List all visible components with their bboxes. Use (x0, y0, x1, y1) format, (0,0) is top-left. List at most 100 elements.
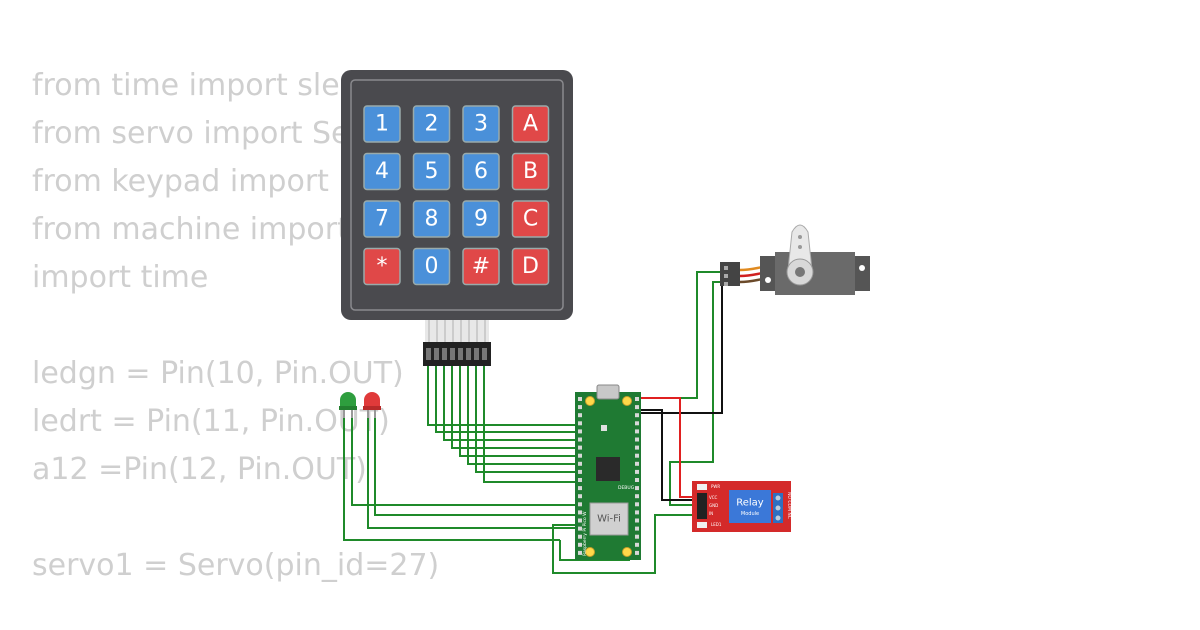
key-b-button[interactable]: B (511, 152, 550, 191)
pico-pin[interactable] (635, 542, 639, 547)
key-hash-button[interactable]: # (462, 247, 500, 286)
key-3-button[interactable]: 3 (462, 105, 500, 143)
wire-keypad-8[interactable] (483, 365, 580, 483)
pico-pin[interactable] (635, 397, 639, 401)
key-label: 4 (375, 159, 389, 184)
led-green[interactable] (339, 392, 357, 418)
pico-pin[interactable] (635, 437, 639, 442)
relay-module[interactable]: Relay Module NO COM NC PWR VCC GND IN LE… (692, 481, 792, 532)
pico-pin[interactable] (635, 421, 639, 426)
code-line-5: import time (32, 260, 209, 295)
wire-keypad-4[interactable] (451, 365, 580, 449)
key-5-button[interactable]: 5 (412, 152, 451, 191)
pico-pin[interactable] (578, 502, 582, 507)
key-label: 0 (425, 254, 439, 279)
pico-pin[interactable] (578, 542, 582, 547)
wire-keypad-3[interactable] (443, 365, 580, 441)
wire-relay-gnd[interactable] (635, 409, 700, 501)
pico-pin[interactable] (578, 397, 582, 401)
key-0-button[interactable]: 0 (412, 247, 451, 286)
pico-pin[interactable] (578, 453, 582, 458)
pico-pin[interactable] (635, 526, 639, 531)
pico-pin[interactable] (578, 445, 582, 450)
wire-keypad-1[interactable] (427, 365, 580, 426)
key-label: C (523, 207, 538, 232)
key-c-button[interactable]: C (511, 200, 550, 238)
wire-servo-vcc[interactable] (669, 281, 724, 506)
wire-keypad-5[interactable] (459, 365, 580, 457)
pico-pin[interactable] (635, 445, 639, 450)
wire-led-red-gnd[interactable] (367, 416, 580, 529)
usb-port-icon (596, 384, 620, 400)
relay-pin-in: IN (709, 511, 713, 516)
key-d-button[interactable]: D (511, 247, 550, 286)
wire-led-green-gnd[interactable] (343, 416, 560, 541)
pico-pin[interactable] (635, 453, 639, 458)
key-label: 5 (425, 159, 439, 184)
pico-pin[interactable] (635, 461, 639, 466)
key-a-button[interactable]: A (511, 105, 550, 143)
pico-pin[interactable] (635, 502, 639, 507)
pico-pin[interactable] (635, 469, 639, 474)
pico-pin[interactable] (635, 486, 639, 491)
pico-pin[interactable] (578, 429, 582, 434)
pico-wifi-label: Wi-Fi (597, 514, 621, 525)
pico-pin[interactable] (578, 486, 582, 491)
key-label: 1 (375, 112, 389, 137)
relay-pin-led1: LED1 (711, 522, 722, 527)
key-label: 2 (425, 112, 439, 137)
wire-keypad-2[interactable] (435, 365, 580, 433)
wire-servo-gnd[interactable] (635, 276, 724, 414)
pico-pin[interactable] (635, 534, 639, 539)
pico-pin[interactable] (578, 405, 582, 410)
wire-relay-vcc[interactable] (635, 397, 700, 498)
led-red[interactable] (363, 392, 381, 418)
key-label: * (377, 254, 388, 279)
relay-pin-vcc: VCC (709, 495, 718, 500)
pico-pin[interactable] (578, 421, 582, 426)
pico-pin[interactable] (635, 478, 639, 482)
pico-pin[interactable] (635, 405, 639, 410)
key-label: A (523, 112, 538, 137)
pico-pin[interactable] (635, 518, 639, 523)
wire-keypad-6[interactable] (467, 365, 580, 465)
pico-pin[interactable] (635, 550, 639, 555)
pico-pin[interactable] (578, 526, 582, 531)
servo-horn-icon (786, 224, 814, 286)
pico-pin[interactable] (578, 478, 582, 482)
code-line-11: servo1 = Servo(pin_id=27) (32, 548, 440, 583)
pico-pin[interactable] (635, 429, 639, 434)
raspberry-pi-pico[interactable]: Wi-Fi DEBUG Raspberry Pi Pico W (575, 384, 641, 560)
relay-title: Relay (736, 498, 764, 509)
wire-relay-in[interactable] (552, 514, 700, 574)
key-star-button[interactable]: * (363, 247, 401, 286)
pico-pin[interactable] (578, 461, 582, 466)
pico-board-text: Raspberry Pi Pico W (582, 511, 588, 556)
servo-motor[interactable] (720, 224, 870, 295)
wire-led-red[interactable] (374, 416, 580, 516)
pico-pin[interactable] (578, 534, 582, 539)
key-label: 3 (474, 112, 488, 137)
pico-pin[interactable] (578, 413, 582, 418)
key-1-button[interactable]: 1 (363, 105, 401, 143)
relay-pin-gnd: GND (709, 503, 718, 508)
key-4-button[interactable]: 4 (363, 152, 401, 191)
key-7-button[interactable]: 7 (363, 200, 401, 238)
wire-led-green[interactable] (351, 416, 580, 506)
pico-pin[interactable] (578, 518, 582, 523)
key-2-button[interactable]: 2 (412, 105, 451, 143)
pico-pin[interactable] (578, 437, 582, 442)
pico-pin[interactable] (635, 494, 639, 499)
key-8-button[interactable]: 8 (412, 200, 451, 238)
pico-pin[interactable] (578, 510, 582, 515)
pico-pin[interactable] (635, 413, 639, 418)
pico-pin[interactable] (578, 494, 582, 499)
key-9-button[interactable]: 9 (462, 200, 500, 238)
pico-pin[interactable] (635, 510, 639, 515)
wire-keypad-7[interactable] (475, 365, 580, 473)
key-6-button[interactable]: 6 (462, 152, 500, 191)
wires (343, 271, 724, 574)
pico-pin[interactable] (578, 469, 582, 474)
wire-servo-signal[interactable] (635, 271, 724, 399)
pico-pin[interactable] (578, 550, 582, 555)
